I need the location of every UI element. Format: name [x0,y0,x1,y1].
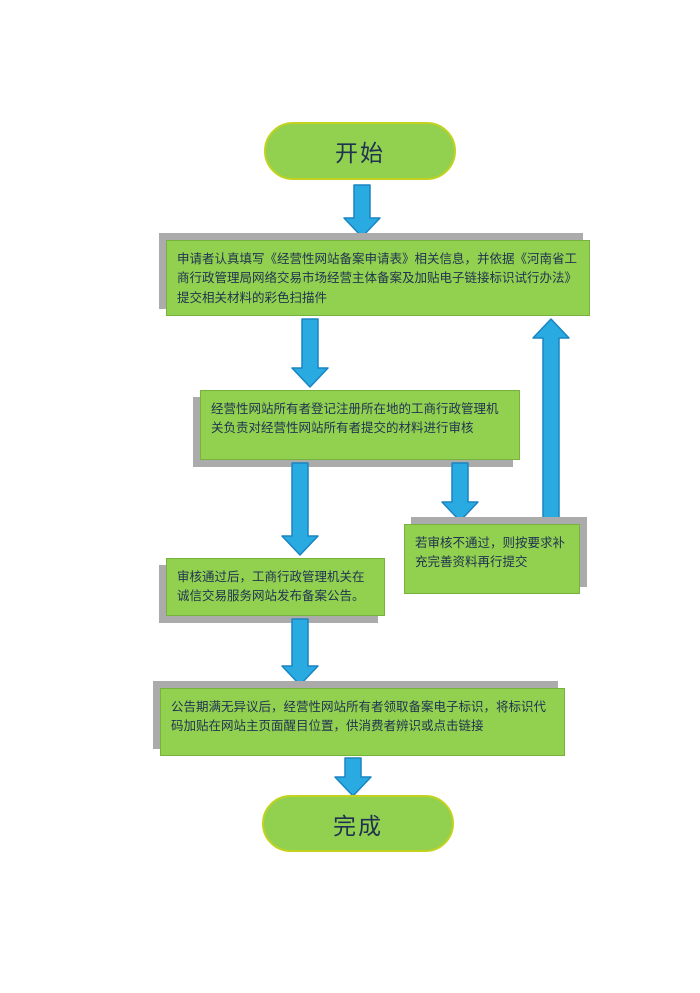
step5-text: 公告期满无异议后，经营性网站所有者领取备案电子标识，将标识代码加贴在网站主页面醒… [171,699,547,734]
start-label: 开始 [335,141,385,167]
start-terminal: 开始 [264,122,456,180]
arrow-start-to-step1-icon [343,184,381,238]
step1-box: 申请者认真填写《经营性网站备案申请表》相关信息，并依据《河南省工商行政管理局网络… [166,240,590,316]
step4-box: 若审核不通过，则按要求补充完善资料再行提交 [404,524,580,594]
step2-text: 经营性网站所有者登记注册所在地的工商行政管理机关负责对经营性网站所有者提交的材料… [211,401,499,436]
step5-box: 公告期满无异议后，经营性网站所有者领取备案电子标识，将标识代码加贴在网站主页面醒… [160,688,565,756]
arrow-step3-to-step5-icon [281,618,319,686]
arrow-step2-to-step3-icon [281,462,319,556]
arrow-step2-to-step4-icon [441,462,479,522]
arrow-step1-to-step2-icon [291,318,329,388]
step3-text: 审核通过后，工商行政管理机关在诚信交易服务网站发布备案公告。 [177,569,365,604]
arrow-step4-to-step1-icon [532,318,570,523]
step4-text: 若审核不通过，则按要求补充完善资料再行提交 [415,535,566,570]
step3-box: 审核通过后，工商行政管理机关在诚信交易服务网站发布备案公告。 [166,558,385,616]
end-label: 完成 [333,813,383,840]
step2-box: 经营性网站所有者登记注册所在地的工商行政管理机关负责对经营性网站所有者提交的材料… [200,390,520,460]
step1-text: 申请者认真填写《经营性网站备案申请表》相关信息，并依据《河南省工商行政管理局网络… [177,251,578,305]
end-terminal: 完成 [262,795,454,852]
arrow-step5-to-end-icon [334,757,372,797]
